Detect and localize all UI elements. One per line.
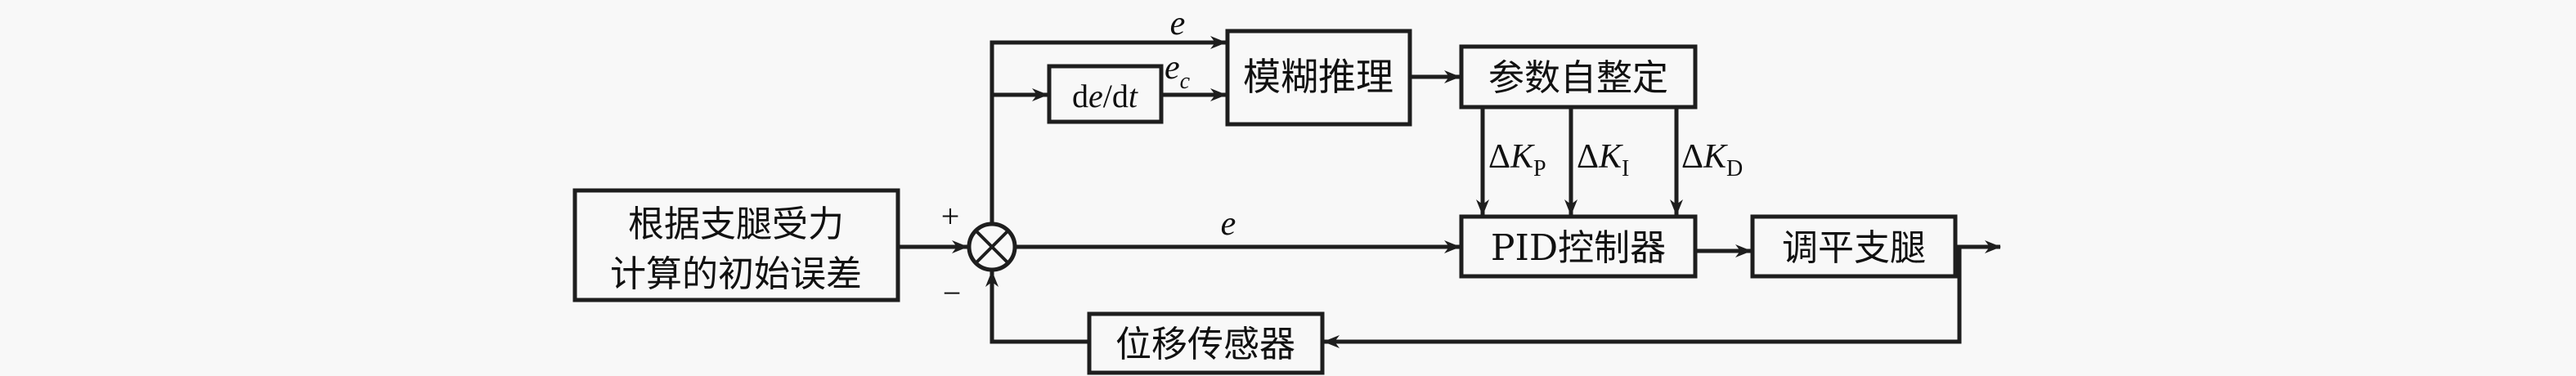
derivative-block xyxy=(1047,64,1164,124)
displacement-sensor-label: 位移传感器 xyxy=(1115,324,1295,365)
summing-junction xyxy=(967,222,1017,272)
wire-feedback-to-sensor xyxy=(1323,247,1962,348)
plus-sign: + xyxy=(941,198,960,235)
signal-delta-ki: ΔKI xyxy=(1577,138,1629,181)
param-tuning-label: 参数自整定 xyxy=(1488,57,1668,99)
signal-delta-kp: ΔKP xyxy=(1488,138,1546,181)
fuzzy-inference-block xyxy=(1225,29,1412,127)
initial-error-block xyxy=(572,188,900,302)
pid-controller-label: PID控制器 xyxy=(1491,227,1666,269)
wire-sensor-to-sum xyxy=(985,271,1089,344)
summing-cross-b xyxy=(974,229,1010,265)
param-tuning-block xyxy=(1459,44,1698,110)
signal-delta-kd: ΔKD xyxy=(1681,138,1743,181)
initial-error-line2: 计算的初始误差 xyxy=(610,253,862,295)
fuzzy-inference-label: 模糊推理 xyxy=(1243,55,1393,99)
wire-branch-e-top xyxy=(990,36,1227,224)
initial-error-line1: 根据支腿受力 xyxy=(628,204,844,245)
derivative-label: de/dt xyxy=(1072,78,1138,114)
leveling-leg-block xyxy=(1750,214,1958,279)
minus-sign: − xyxy=(943,275,962,311)
pid-controller-block xyxy=(1459,214,1698,279)
signal-e-top: e xyxy=(1170,5,1186,43)
signal-ec: ec xyxy=(1165,49,1191,94)
displacement-sensor-block xyxy=(1087,311,1325,375)
leveling-leg-label: 调平支腿 xyxy=(1782,227,1926,269)
signal-e-main: e xyxy=(1221,205,1236,243)
